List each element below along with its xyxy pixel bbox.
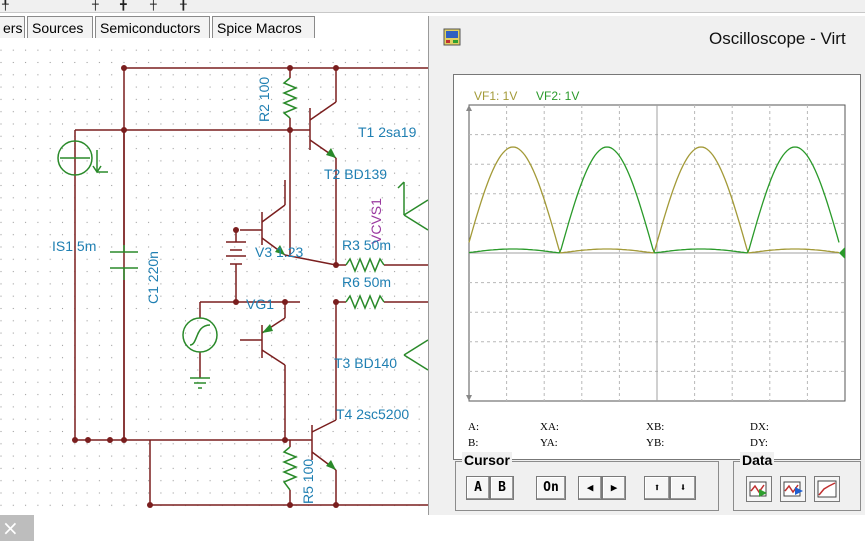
readout-ya-label: YA: [540, 437, 558, 449]
export-data-button[interactable] [780, 476, 806, 502]
cursor-up-button[interactable]: ⬆ [644, 476, 670, 500]
tab-others[interactable]: ers [0, 16, 25, 38]
load-data-icon [749, 481, 767, 497]
vf1-channel-label: VF1: 1V [474, 89, 518, 103]
cursor-left-button[interactable]: ◀ [578, 476, 602, 500]
tab-sources[interactable]: Sources [27, 16, 93, 38]
cursor-a-button[interactable]: A [466, 476, 490, 500]
cursor-on-button[interactable]: On [536, 476, 566, 500]
window-title: Oscilloscope - Virt [709, 29, 846, 48]
label-r5[interactable]: R5 100 [300, 458, 316, 504]
label-v3[interactable]: V3 1.23 [255, 244, 304, 260]
cursor-b-button[interactable]: B [490, 476, 514, 500]
oscilloscope-window: Oscilloscope - Virt VF1: 1V VF2: 1V [428, 16, 865, 515]
readout-xb-label: XB: [646, 421, 665, 433]
vf2-trace [468, 146, 840, 254]
close-panel-button[interactable]: × [0, 515, 34, 541]
toolbar-tool-icon[interactable]: ╋ [120, 0, 127, 11]
toolbar-tool-icon[interactable]: ┼ [92, 0, 99, 11]
oscilloscope-app-icon [443, 28, 461, 46]
load-data-button[interactable] [746, 476, 772, 502]
diagram-icon [817, 480, 837, 498]
label-t3[interactable]: T3 BD140 [334, 355, 398, 371]
readout-a-label: A: [468, 421, 479, 433]
readout-b-label: B: [468, 437, 479, 449]
label-r2[interactable]: R2 100 [256, 76, 272, 122]
readout-yb-label: YB: [646, 437, 665, 449]
tab-spice-macros[interactable]: Spice Macros [212, 16, 315, 38]
cursor-down-button[interactable]: ⬇ [670, 476, 696, 500]
tab-semiconductors[interactable]: Semiconductors [95, 16, 210, 38]
label-t2[interactable]: T2 BD139 [324, 166, 388, 182]
schematic-drawing [0, 42, 428, 515]
label-is1[interactable]: IS1 5m [52, 238, 97, 254]
toolbar-strip: ╀ ┼ ╋ ┼ ╂ [0, 0, 865, 13]
label-r3[interactable]: R3 50m [342, 237, 392, 253]
readout-dx-label: DX: [750, 421, 769, 433]
readout-dy-label: DY: [750, 437, 768, 449]
toolbar-tool-icon[interactable]: ╂ [180, 0, 187, 11]
label-t4[interactable]: T4 2sc5200 [336, 406, 410, 422]
schematic-canvas[interactable]: R2 100 T1 2sa19 T2 BD139 VCVS1 V3 1.23 R… [0, 42, 428, 541]
vf2-channel-label: VF2: 1V [536, 89, 580, 103]
toolbar-tool-icon[interactable]: ┼ [150, 0, 157, 11]
scope-display[interactable] [454, 75, 862, 461]
cursor-right-button[interactable]: ▶ [602, 476, 626, 500]
label-c1[interactable]: C1 220n [145, 251, 161, 304]
cursor-group: Cursor A B On ◀ ▶ ⬆ ⬇ [455, 452, 719, 511]
label-t1[interactable]: T1 2sa19 [358, 124, 417, 140]
cursor-group-title: Cursor [462, 452, 512, 468]
export-data-icon [783, 481, 803, 497]
data-group-title: Data [740, 452, 775, 468]
toolbar-tool-icon[interactable]: ╀ [2, 0, 9, 11]
scope-screen-frame: VF1: 1V VF2: 1V [453, 74, 861, 460]
label-r6[interactable]: R6 50m [342, 274, 392, 290]
readout-xa-label: XA: [540, 421, 559, 433]
label-vg1[interactable]: VG1 [246, 296, 275, 312]
data-group: Data [733, 452, 861, 511]
diagram-view-button[interactable] [814, 476, 840, 502]
